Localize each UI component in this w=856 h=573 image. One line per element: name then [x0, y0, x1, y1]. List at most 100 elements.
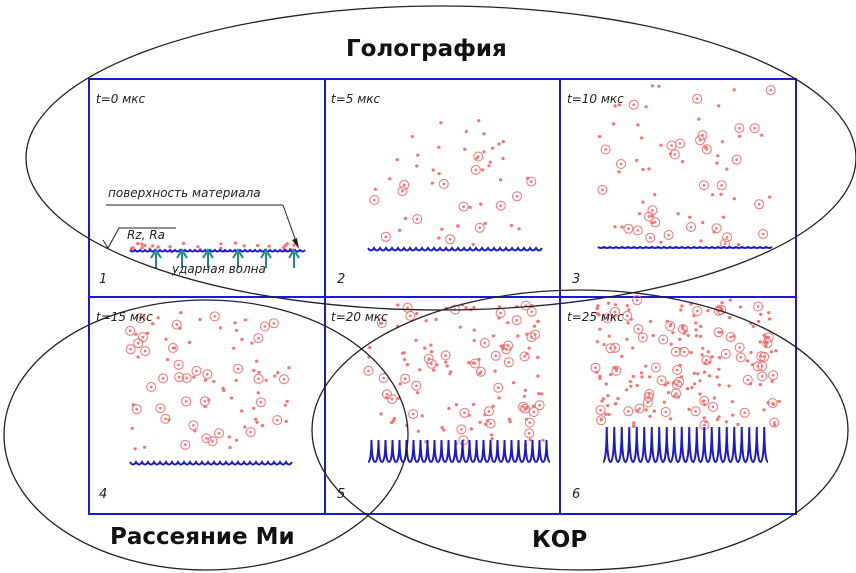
cell-3-time: t=10 мкс — [567, 92, 624, 106]
particle-dot — [715, 375, 719, 379]
particle-dot — [657, 84, 661, 88]
particle-ring-core — [409, 314, 412, 318]
particle-dot — [517, 227, 521, 231]
particle-ring-core — [701, 133, 704, 137]
particle-ring-core — [177, 375, 181, 379]
particle-ring — [597, 185, 608, 195]
particle-dot — [483, 221, 487, 225]
particle-ring — [666, 140, 677, 151]
particle-dot — [681, 324, 685, 328]
particle-ring-core — [761, 232, 765, 236]
particle-dot — [773, 423, 777, 427]
kor-ellipse — [311, 289, 849, 571]
particle-ring — [490, 350, 501, 361]
particle-dot — [604, 382, 608, 386]
particle-ring-core — [380, 321, 384, 325]
particle-dot — [614, 303, 618, 307]
particle-dot — [252, 368, 256, 372]
roughness-symbol — [102, 227, 176, 249]
particle-ring-core — [206, 373, 209, 376]
particle-dot — [230, 396, 234, 400]
particle-ring — [763, 332, 774, 343]
particle-dot — [285, 399, 289, 403]
particle-dot — [256, 391, 260, 395]
particle-ring-core — [648, 392, 651, 396]
particle-ring — [485, 418, 496, 429]
particle-ring — [739, 407, 750, 418]
particle-dot — [718, 356, 722, 360]
particle-dot — [240, 409, 244, 413]
particle-dot — [509, 223, 513, 228]
particle-ring-core — [164, 417, 167, 421]
particle-dot — [597, 313, 601, 317]
particle-ring-core — [738, 346, 741, 349]
particle-ring-core — [769, 88, 772, 92]
particle-ring — [493, 382, 504, 393]
particle-ring-core — [499, 311, 502, 315]
particle-dot — [437, 145, 441, 149]
particle-dot — [698, 379, 702, 383]
particle-ring-core — [184, 443, 187, 447]
particle-ring-core — [746, 378, 750, 382]
particle-dot — [717, 367, 721, 371]
particle-dot — [640, 375, 644, 379]
particle-ring-core — [448, 238, 452, 241]
particle-dot — [142, 445, 147, 449]
particle-dot — [491, 146, 495, 150]
particle-ring — [663, 230, 674, 240]
particle-dot — [168, 245, 172, 249]
particle-dot — [166, 358, 170, 362]
kor-label: КОР — [532, 527, 588, 553]
particle-dot — [702, 370, 707, 374]
particle-dot — [762, 408, 766, 412]
particle-dot — [240, 337, 244, 341]
particle-dot — [595, 306, 599, 311]
particle-dot — [410, 135, 414, 139]
particle-ring — [376, 318, 387, 328]
particle-ring-core — [681, 327, 685, 331]
particle-dot — [537, 392, 541, 396]
particle-dot — [396, 303, 400, 307]
particle-ring — [512, 191, 522, 202]
particle-ring-core — [638, 407, 641, 410]
particle-ring-core — [515, 194, 519, 198]
particle-ring-core — [705, 358, 708, 362]
particle-dot — [625, 337, 629, 341]
particle-dot — [464, 306, 468, 310]
particle-dot — [680, 304, 684, 308]
particle-ring — [135, 313, 146, 324]
particle-dot — [430, 181, 434, 185]
particle-dot — [625, 388, 629, 392]
particle-dot — [402, 351, 406, 355]
particle-dot — [719, 192, 723, 196]
particle-ring-core — [661, 338, 665, 341]
particle-ring — [253, 333, 264, 344]
particle-dot — [379, 412, 383, 416]
particle-ring — [438, 178, 449, 189]
particle-ring-core — [599, 419, 603, 422]
particle-dot — [694, 321, 698, 325]
particle-ring — [720, 348, 731, 359]
particle-dot — [736, 422, 740, 426]
particle-ring-core — [141, 335, 145, 339]
particle-dot — [611, 122, 616, 126]
particle-dot — [636, 123, 640, 127]
particle-ring — [692, 93, 703, 104]
particle-ring — [268, 318, 279, 329]
particle-dot — [728, 316, 732, 320]
particle-dot — [536, 374, 540, 378]
particle-ring-core — [636, 229, 639, 232]
particle-dot — [659, 240, 663, 244]
particle-dot — [717, 415, 721, 419]
jet-surface-5 — [367, 439, 551, 463]
particle-ring — [590, 362, 601, 373]
particle-dot — [767, 317, 772, 321]
particle-dot — [659, 143, 663, 147]
particle-dot — [490, 437, 494, 441]
particle-dot — [497, 305, 501, 309]
particle-dot — [696, 372, 700, 376]
particle-ring-core — [729, 335, 732, 339]
particle-dot — [598, 376, 602, 381]
particle-ring-core — [533, 333, 537, 336]
